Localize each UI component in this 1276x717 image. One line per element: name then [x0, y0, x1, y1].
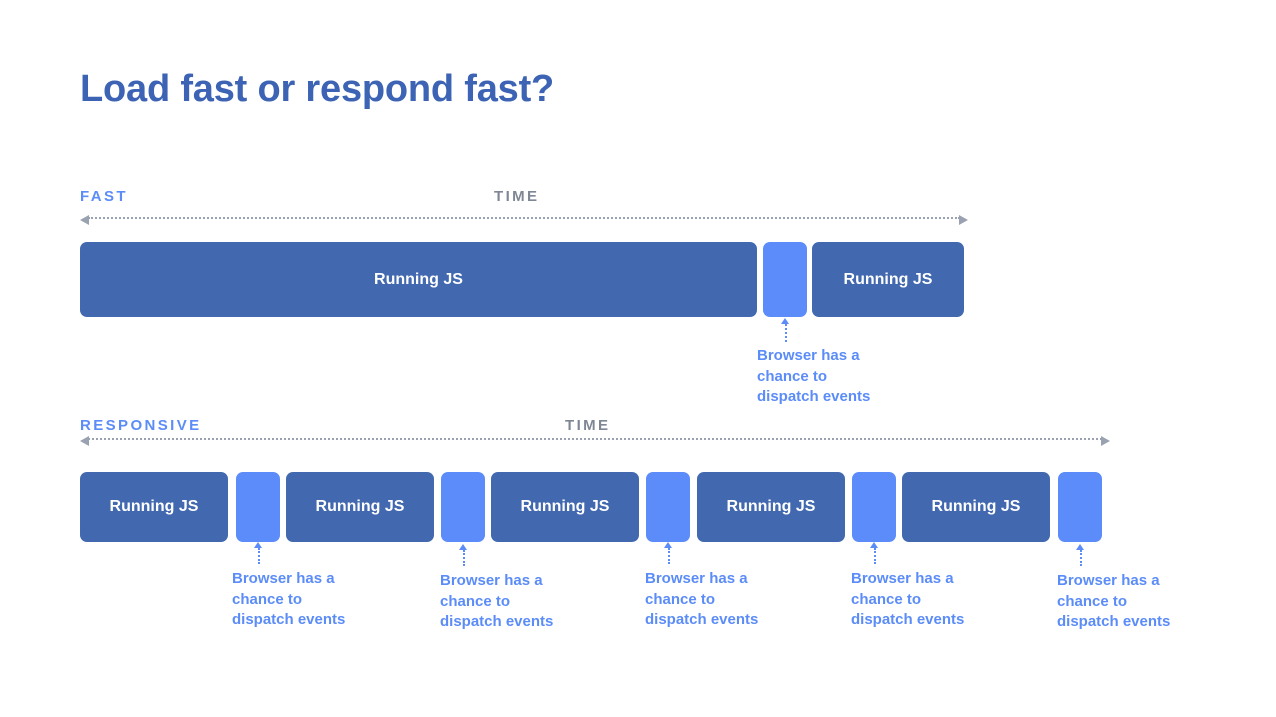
browser-gap-block	[236, 472, 280, 542]
annotation-line: Browser has a	[232, 570, 335, 587]
annotation-line: chance to	[645, 590, 716, 608]
annotation-text: Browser has a chance to dispatch events	[757, 346, 907, 408]
arrow-left-icon	[80, 436, 89, 446]
annotation-text: Browser has a chance to dispatch events	[232, 569, 382, 631]
annotation-stem	[463, 550, 465, 566]
annotation-line: chance to	[757, 367, 828, 385]
annotation-line: chance to	[232, 590, 303, 608]
axis-label-responsive: RESPONSIVE	[80, 417, 202, 434]
axis-label-fast: FAST	[80, 188, 128, 205]
annotation-line: dispatch events	[232, 611, 346, 628]
running-js-block: Running JS	[491, 472, 639, 542]
running-js-block: Running JS	[80, 472, 228, 542]
annotation-text: Browser has a chance to dispatch events	[440, 571, 590, 633]
annotation-line: Browser has a	[645, 570, 748, 587]
browser-gap-block	[1058, 472, 1102, 542]
browser-gap-block	[763, 242, 807, 317]
annotation-line: Browser has a	[440, 572, 543, 589]
axis-label-time-fast: TIME	[494, 188, 540, 205]
annotation-line: chance to	[440, 592, 511, 610]
annotation-stem	[874, 548, 876, 564]
arrow-up-icon	[781, 318, 789, 324]
running-js-block: Running JS	[812, 242, 964, 317]
annotation-line: chance to	[1057, 592, 1128, 610]
arrow-up-icon	[870, 542, 878, 548]
browser-gap-block	[852, 472, 896, 542]
arrow-up-icon	[1076, 544, 1084, 550]
arrow-right-icon	[959, 215, 968, 225]
annotation-line: Browser has a	[851, 570, 954, 587]
running-js-block: Running JS	[80, 242, 757, 317]
browser-gap-block	[646, 472, 690, 542]
annotation-line: dispatch events	[440, 613, 554, 630]
annotation-line: dispatch events	[1057, 613, 1171, 630]
annotation-stem	[258, 548, 260, 564]
annotation-line: chance to	[851, 590, 922, 608]
annotation-text: Browser has a chance to dispatch events	[851, 569, 1001, 631]
arrow-right-icon	[1101, 436, 1110, 446]
browser-gap-block	[441, 472, 485, 542]
axis-label-time-responsive: TIME	[565, 417, 611, 434]
annotation-line: Browser has a	[757, 347, 860, 364]
page-title: Load fast or respond fast?	[80, 68, 555, 110]
arrow-up-icon	[254, 542, 262, 548]
arrow-up-icon	[664, 542, 672, 548]
running-js-block: Running JS	[697, 472, 845, 542]
running-js-block: Running JS	[902, 472, 1050, 542]
annotation-text: Browser has a chance to dispatch events	[1057, 571, 1207, 633]
time-axis-responsive	[80, 436, 1110, 446]
arrow-left-icon	[80, 215, 89, 225]
annotation-line: Browser has a	[1057, 572, 1160, 589]
annotation-stem	[668, 548, 670, 564]
annotation-text: Browser has a chance to dispatch events	[645, 569, 795, 631]
running-js-block: Running JS	[286, 472, 434, 542]
annotation-stem	[1080, 550, 1082, 566]
arrow-up-icon	[459, 544, 467, 550]
annotation-line: dispatch events	[851, 611, 965, 628]
annotation-stem	[785, 324, 787, 342]
time-axis-fast	[80, 215, 968, 225]
annotation-line: dispatch events	[645, 611, 759, 628]
annotation-line: dispatch events	[757, 388, 871, 405]
